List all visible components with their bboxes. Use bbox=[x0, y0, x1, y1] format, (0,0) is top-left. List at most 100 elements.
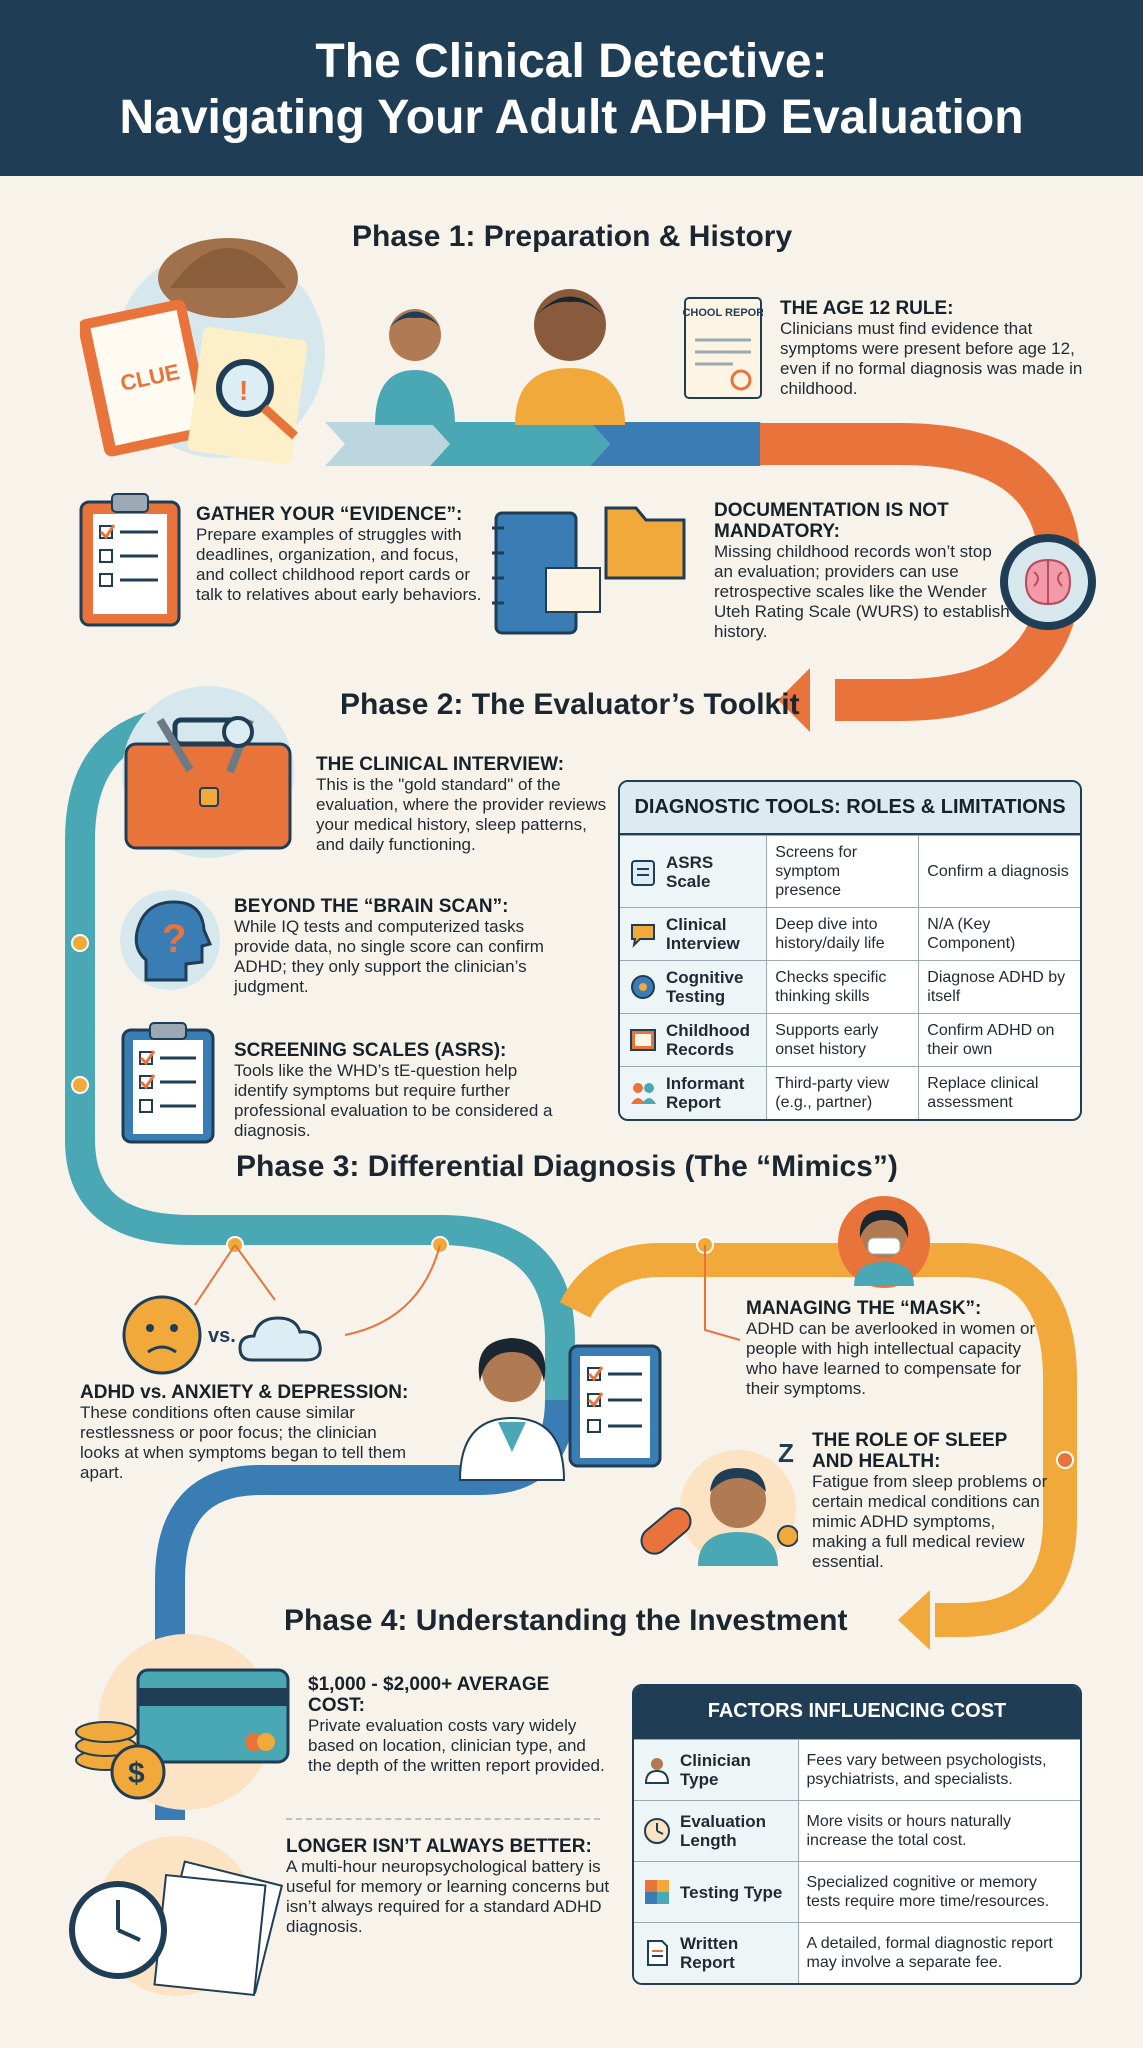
header-banner: The Clinical Detective: Navigating Your … bbox=[0, 0, 1143, 176]
evidence-body: Prepare examples of struggles with deadl… bbox=[196, 525, 482, 604]
tired-person-pill-icon: Z bbox=[640, 1438, 798, 1566]
age-rule-block: THE AGE 12 RULE: Clinicians must find ev… bbox=[780, 298, 1100, 399]
photo-album-icon bbox=[630, 1029, 656, 1051]
tool-name: Cognitive Testing bbox=[666, 968, 744, 1006]
table-row: ASRS Scale Screens for symptom presence … bbox=[620, 835, 1080, 907]
people-icon bbox=[631, 1083, 656, 1104]
tool-name: ASRS Scale bbox=[666, 852, 714, 891]
tool-role: Third-party view (e.g., partner) bbox=[766, 1067, 918, 1119]
documentation-body: Missing childhood records won’t stop an … bbox=[714, 542, 1010, 641]
diagnostic-tools-table: DIAGNOSTIC TOOLS: ROLES & LIMITATIONS AS… bbox=[618, 780, 1082, 1121]
tool-role: Screens for symptom presence bbox=[766, 836, 918, 907]
evidence-block: GATHER YOUR “EVIDENCE”: Prepare examples… bbox=[196, 504, 486, 605]
factor-name: Written Report bbox=[680, 1934, 739, 1972]
diagnostic-tools-title: DIAGNOSTIC TOOLS: ROLES & LIMITATIONS bbox=[620, 782, 1080, 835]
puzzle-icon bbox=[645, 1880, 669, 1904]
factor-description: More visits or hours naturally increase … bbox=[797, 1801, 1081, 1861]
table-row: Clinical Interview Deep dive into histor… bbox=[620, 907, 1080, 960]
cost-factors-title: FACTORS INFLUENCING COST bbox=[634, 1686, 1080, 1739]
table-row: Clinician Type Fees vary between psychol… bbox=[634, 1739, 1080, 1800]
phase2-title: Phase 2: The Evaluator’s Toolkit bbox=[340, 688, 800, 721]
factor-description: Fees vary between psychologists, psychia… bbox=[797, 1740, 1081, 1800]
factor-name: Testing Type bbox=[680, 1882, 783, 1902]
page-title-line2: Navigating Your Adult ADHD Evaluation bbox=[119, 91, 1024, 144]
evidence-clipboard-icon bbox=[79, 493, 181, 627]
cost-factors-table: FACTORS INFLUENCING COST Clinician Type … bbox=[632, 1684, 1082, 1985]
clinical-interview-body: This is the "gold standard" of the evalu… bbox=[316, 775, 607, 854]
table-row: Childhood Records Supports early onset h… bbox=[620, 1013, 1080, 1066]
divider bbox=[286, 1818, 600, 1820]
documentation-heading: DOCUMENTATION IS NOT MANDATORY: bbox=[714, 500, 949, 542]
brain-scan-heading: BEYOND THE “BRAIN SCAN”: bbox=[234, 896, 509, 917]
doctor-with-checklist-icon bbox=[458, 1338, 662, 1481]
evidence-heading: GATHER YOUR “EVIDENCE”: bbox=[196, 504, 463, 525]
child-and-adult-figures-icon bbox=[375, 289, 625, 425]
tool-limitation: Confirm ADHD on their own bbox=[918, 1014, 1080, 1066]
tool-limitation: N/A (Key Component) bbox=[918, 908, 1080, 960]
clock-papers-icon bbox=[69, 1836, 284, 1997]
tool-role: Checks specific thinking skills bbox=[766, 961, 918, 1013]
toolbox-icon bbox=[122, 686, 294, 858]
speech-bubble-icon bbox=[631, 924, 655, 948]
tool-limitation: Confirm a diagnosis bbox=[918, 836, 1080, 907]
clipboard-icon bbox=[631, 859, 655, 886]
magnifier-clue-icon: CLUE ! bbox=[78, 238, 325, 464]
mask-heading: MANAGING THE “MASK”: bbox=[746, 1298, 982, 1319]
clock-icon bbox=[644, 1818, 670, 1844]
tool-role: Supports early onset history bbox=[766, 1014, 918, 1066]
table-row: Written Report A detailed, formal diagno… bbox=[634, 1922, 1080, 1983]
factor-name: Evaluation Length bbox=[680, 1812, 766, 1850]
brain-scan-block: BEYOND THE “BRAIN SCAN”: While IQ tests … bbox=[234, 896, 554, 997]
phase4-title: Phase 4: Understanding the Investment bbox=[284, 1604, 848, 1637]
vs-label: vs. bbox=[208, 1325, 236, 1347]
mask-block: MANAGING THE “MASK”: ADHD can be averloo… bbox=[746, 1298, 1046, 1399]
coins-credit-card-icon: $ bbox=[75, 1634, 290, 1810]
table-row: Evaluation Length More visits or hours n… bbox=[634, 1800, 1080, 1861]
cost-heading: $1,000 - $2,000+ AVERAGE COST: bbox=[308, 1674, 550, 1716]
screening-body: Tools like the WHD’s tE-question help id… bbox=[234, 1061, 553, 1140]
phase3-title: Phase 3: Differential Diagnosis (The “Mi… bbox=[236, 1150, 898, 1183]
svg-text:?: ? bbox=[162, 917, 186, 961]
tool-name: Clinical Interview bbox=[666, 915, 740, 953]
detective-kit-illustration: CLUE ! bbox=[78, 218, 330, 468]
sleep-block: THE ROLE OF SLEEP AND HEALTH: Fatigue fr… bbox=[812, 1430, 1052, 1572]
tool-name: Informant Report bbox=[666, 1074, 745, 1112]
sleep-body: Fatigue from sleep problems or certain m… bbox=[812, 1472, 1048, 1571]
head-question-icon: ? bbox=[120, 890, 220, 990]
phase1-title: Phase 1: Preparation & History bbox=[352, 220, 793, 253]
svg-text:!: ! bbox=[239, 375, 248, 406]
table-row: Testing Type Specialized cognitive or me… bbox=[634, 1861, 1080, 1922]
longer-heading: LONGER ISN’T ALWAYS BETTER: bbox=[286, 1836, 592, 1857]
brain-gear-icon bbox=[631, 975, 655, 999]
tool-limitation: Diagnose ADHD by itself bbox=[918, 961, 1080, 1013]
screening-heading: SCREENING SCALES (ASRS): bbox=[234, 1040, 507, 1061]
longer-body: A multi-hour neuropsychological battery … bbox=[286, 1857, 610, 1936]
age-rule-body: Clinicians must find evidence that sympt… bbox=[780, 319, 1083, 398]
clinical-interview-heading: THE CLINICAL INTERVIEW: bbox=[316, 754, 565, 775]
svg-text:$: $ bbox=[128, 1757, 145, 1790]
anxiety-block: ADHD vs. ANXIETY & DEPRESSION: These con… bbox=[80, 1382, 420, 1483]
tool-role: Deep dive into history/daily life bbox=[766, 908, 918, 960]
page-title-line1: The Clinical Detective: bbox=[315, 35, 828, 88]
clinician-icon bbox=[644, 1758, 670, 1784]
anxiety-body: These conditions often cause similar res… bbox=[80, 1403, 406, 1482]
factor-description: Specialized cognitive or memory tests re… bbox=[797, 1862, 1081, 1922]
document-icon bbox=[647, 1940, 668, 1966]
brain-icon bbox=[1000, 534, 1096, 630]
factor-description: A detailed, formal diagnostic report may… bbox=[797, 1923, 1081, 1983]
screening-clipboard-icon bbox=[121, 1022, 215, 1144]
sad-face-vs-cloud-icon: vs. bbox=[122, 1295, 322, 1375]
documentation-block: DOCUMENTATION IS NOT MANDATORY: Missing … bbox=[714, 500, 1014, 642]
sleep-heading: THE ROLE OF SLEEP AND HEALTH: bbox=[812, 1430, 1007, 1472]
table-row: Cognitive Testing Checks specific thinki… bbox=[620, 960, 1080, 1013]
brain-scan-body: While IQ tests and computerized tasks pr… bbox=[234, 917, 544, 996]
masked-person-icon bbox=[838, 1196, 930, 1288]
clinical-interview-block: THE CLINICAL INTERVIEW: This is the "gol… bbox=[316, 754, 616, 855]
anxiety-heading: ADHD vs. ANXIETY & DEPRESSION: bbox=[80, 1382, 409, 1403]
cost-body: Private evaluation costs vary widely bas… bbox=[308, 1716, 605, 1775]
cost-block: $1,000 - $2,000+ AVERAGE COST: Private e… bbox=[308, 1674, 608, 1776]
notebook-folder-icon bbox=[492, 506, 686, 635]
age-rule-heading: THE AGE 12 RULE: bbox=[780, 298, 954, 319]
